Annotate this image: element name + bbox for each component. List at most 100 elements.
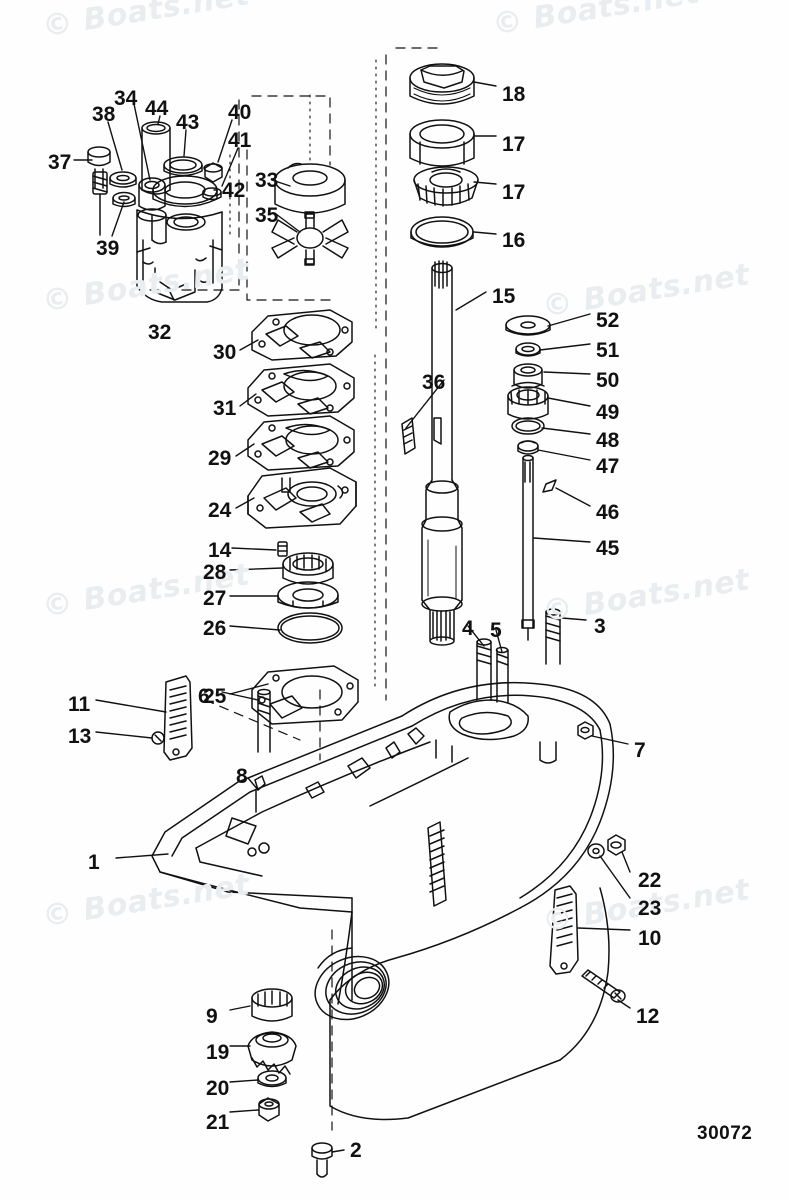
callout-bearing-race[interactable]: 17 [502, 133, 526, 156]
part-3-stud [545, 608, 561, 665]
callout-o-ring[interactable]: 26 [203, 617, 227, 640]
callout-screw[interactable]: 13 [68, 725, 92, 748]
callout-pin[interactable]: 8 [236, 765, 248, 788]
callout-dowel-pin[interactable]: 14 [208, 539, 232, 562]
part-28-bearing [282, 552, 334, 585]
callout-face-plate-seal[interactable]: 42 [222, 179, 246, 202]
callout-o-ring[interactable]: 48 [596, 429, 620, 452]
callout-stud[interactable]: 5 [490, 619, 502, 642]
callout-trim-tab-anode[interactable]: 10 [638, 927, 662, 950]
part-25-gasket [251, 665, 359, 725]
part-2-drain-screw [311, 1142, 333, 1178]
part-30-gasket [251, 309, 353, 361]
callout-tapered-bearing[interactable]: 17 [502, 181, 526, 204]
part-38-washers [109, 171, 137, 208]
part-39-spring [92, 171, 108, 236]
diagram-number: 30072 [697, 1123, 753, 1144]
part-43-seal-ring [163, 156, 203, 177]
part-32-pump-base [136, 208, 223, 303]
part-5-stud [495, 646, 509, 703]
callout-nut[interactable]: 22 [638, 869, 662, 892]
callout-stud[interactable]: 6 [198, 685, 210, 708]
part-22-nut [607, 834, 626, 856]
callout-seal-ring[interactable]: 43 [176, 111, 200, 134]
part-4-stud [476, 638, 492, 701]
callout-nut[interactable]: 7 [634, 739, 646, 762]
callout-bolt[interactable]: 12 [636, 1005, 660, 1028]
callout-washer[interactable]: 51 [596, 339, 620, 362]
callout-stud[interactable]: 4 [462, 617, 474, 640]
water-intake-grate [427, 821, 447, 907]
part-35-impeller [271, 211, 349, 266]
callout-drain-screw[interactable]: 2 [350, 1139, 362, 1162]
part-47-retaining-ring [517, 440, 539, 455]
propshaft-bore [314, 947, 390, 1021]
callout-oil-seal[interactable]: 34 [114, 87, 138, 110]
callout-washer[interactable]: 41 [228, 129, 252, 152]
callout-key[interactable]: 36 [422, 371, 446, 394]
callout-impeller-housing[interactable]: 33 [255, 169, 279, 192]
callout-water-pump-base[interactable]: 32 [148, 321, 172, 344]
callout-water-tube[interactable]: 44 [145, 97, 169, 120]
callout-nut[interactable]: 40 [228, 101, 252, 124]
part-20-washer [257, 1070, 287, 1088]
part-11-anode-plate [163, 675, 193, 761]
part-16-shim [410, 216, 474, 248]
callout-clamp-screw[interactable]: 37 [48, 151, 72, 174]
part-45-shift-shaft [521, 454, 535, 641]
part-46-pin [542, 479, 557, 493]
callout-gasket[interactable]: 31 [213, 397, 237, 420]
callout-impeller[interactable]: 35 [255, 204, 279, 227]
callout-bushing[interactable]: 50 [596, 369, 620, 392]
centerline-dashes [229, 59, 377, 691]
part-15-drive-shaft [421, 260, 463, 646]
callout-washer[interactable]: 27 [203, 587, 227, 610]
callout-washer[interactable]: 20 [206, 1077, 230, 1100]
callout-bearing[interactable]: 28 [203, 561, 227, 584]
callout-drive-shaft[interactable]: 15 [492, 285, 516, 308]
part-19-pinion-gear [247, 1031, 297, 1075]
callout-gasket[interactable]: 30 [213, 341, 237, 364]
part-34-oil-seal [138, 177, 166, 211]
callout-washer[interactable]: 23 [638, 897, 662, 920]
part-9-needle-bearing [251, 988, 293, 1022]
callout-pin[interactable]: 46 [596, 501, 620, 524]
part-17-tapered-bearing [413, 166, 479, 207]
callout-nut[interactable]: 21 [206, 1111, 230, 1134]
callout-spring[interactable]: 39 [96, 237, 120, 260]
callout-shim[interactable]: 16 [502, 229, 526, 252]
callout-gear-housing[interactable]: 1 [88, 851, 100, 874]
callout-stud[interactable]: 3 [594, 615, 606, 638]
callout-needle-bearing[interactable]: 9 [206, 1005, 218, 1028]
callout-washer[interactable]: 52 [596, 309, 620, 332]
callout-shift-shaft[interactable]: 45 [596, 537, 620, 560]
part-29-gasket [247, 415, 355, 471]
part-41-washer [202, 187, 222, 201]
callout-gasket[interactable]: 29 [208, 447, 232, 470]
part-26-o-ring [277, 612, 343, 644]
callout-retaining-ring[interactable]: 47 [596, 455, 620, 478]
callout-bearing-carrier-nut[interactable]: 18 [502, 83, 526, 106]
part-24-pump-body [247, 467, 357, 529]
part-12-bolt [581, 969, 626, 1003]
callout-pump-body[interactable]: 24 [208, 499, 232, 522]
callout-gasket[interactable]: 25 [203, 685, 227, 708]
callout-shift-shaft-bushing[interactable]: 49 [596, 401, 620, 424]
part-50-bushing [513, 363, 543, 389]
callout-washer[interactable]: 38 [92, 103, 116, 126]
part-13-screw [151, 731, 165, 745]
part-51-washer [515, 342, 541, 357]
part-7-nut [577, 721, 594, 740]
part-49-shift-shaft-bushing [507, 381, 549, 420]
part-36-key [401, 417, 416, 455]
callout-pinion-gear[interactable]: 19 [206, 1041, 230, 1064]
part-31-gasket [247, 363, 355, 417]
assembly-guide-dashes [149, 47, 441, 1131]
part-1-gear-housing [151, 681, 615, 1121]
part-40-nut [203, 162, 223, 183]
part-23-washer [587, 843, 605, 859]
callout-anode-plate[interactable]: 11 [68, 693, 91, 716]
part-10-trim-tab-anode [549, 885, 579, 975]
